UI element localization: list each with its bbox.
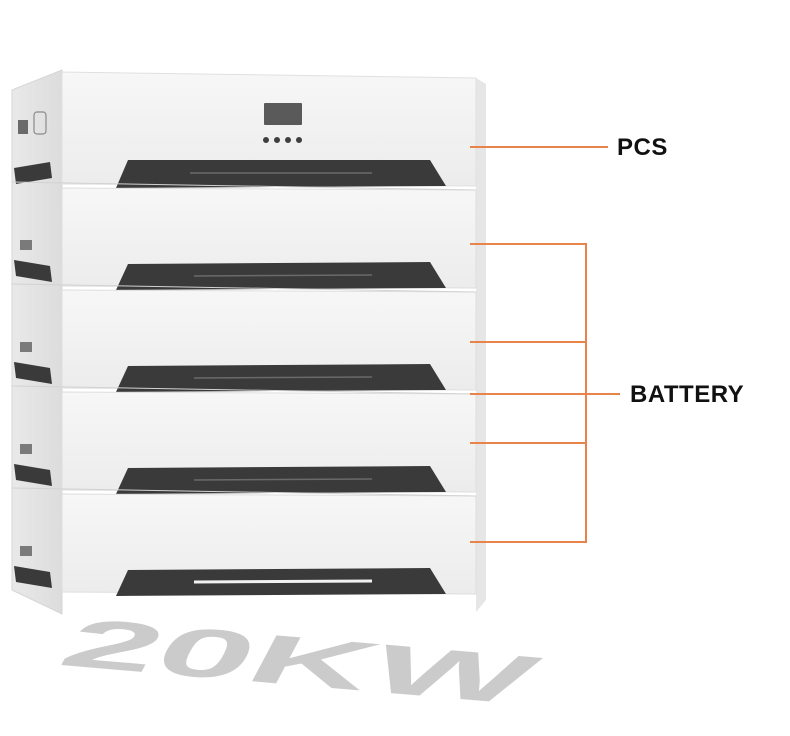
display-screen-icon	[264, 103, 302, 125]
side-handle	[14, 362, 52, 384]
battery-seam-line	[11, 181, 477, 191]
battery-seam-line	[11, 283, 477, 293]
battery-module	[11, 487, 477, 596]
side-handle	[14, 566, 52, 588]
battery-module	[11, 385, 477, 494]
pcs-handle	[116, 160, 446, 188]
side-port-icon	[33, 111, 47, 135]
side-connector-icon	[20, 342, 32, 352]
control-button-icon	[296, 137, 302, 143]
control-button-icon	[285, 137, 291, 143]
side-connector-icon	[20, 240, 32, 250]
battery-stack	[11, 181, 477, 596]
battery-label: BATTERY	[630, 381, 745, 408]
cabinet-side-panel	[11, 69, 63, 615]
control-buttons	[263, 137, 302, 143]
side-handle	[14, 464, 52, 486]
leader-lines	[470, 146, 620, 543]
pcs-module	[14, 71, 477, 188]
control-button-icon	[263, 137, 269, 143]
battery-handle-slot	[193, 376, 373, 379]
battery-handle-slot	[193, 579, 373, 584]
pcs-label: PCS	[617, 134, 668, 161]
battery-seam-line	[11, 487, 477, 497]
battery-module	[11, 283, 477, 392]
side-connector-icon	[20, 444, 32, 454]
cabinet-right-edge	[476, 78, 486, 612]
battery-handle-slot	[193, 274, 373, 277]
floor-capacity-text: 20KW	[48, 604, 552, 718]
battery-seam-line	[11, 385, 477, 395]
side-handle	[14, 162, 52, 184]
pcs-front-panel	[61, 71, 477, 187]
battery-module	[11, 181, 477, 290]
battery-handle-slot	[193, 478, 373, 481]
control-button-icon	[274, 137, 280, 143]
side-port-icon	[18, 120, 28, 134]
side-handle	[14, 260, 52, 282]
side-connector-icon	[20, 546, 32, 556]
